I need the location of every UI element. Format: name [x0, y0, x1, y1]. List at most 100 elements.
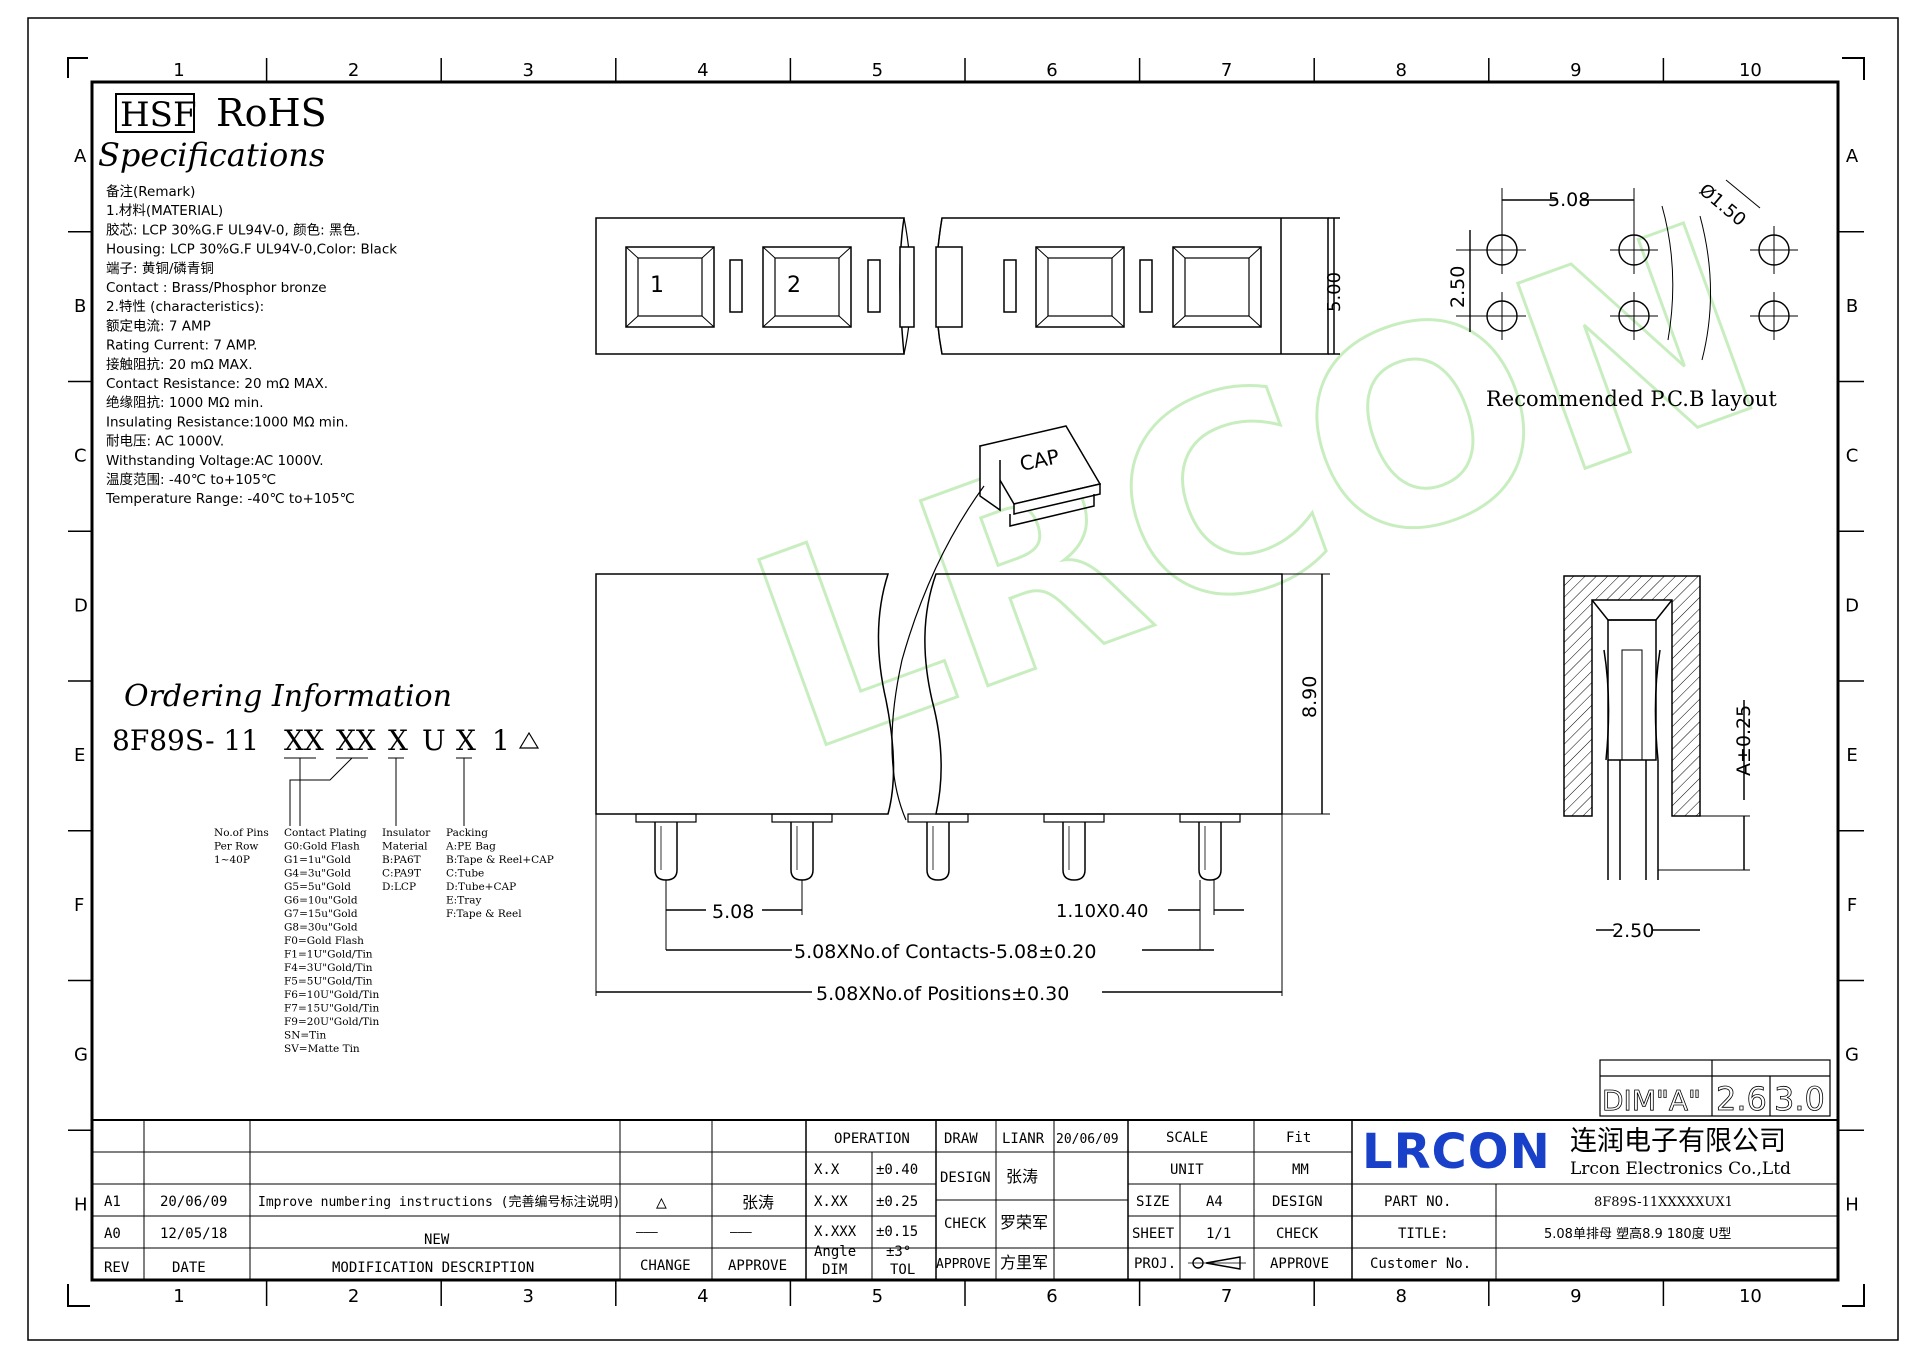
spec-line: Temperature Range: -40℃ to+105℃ [105, 491, 355, 507]
packing-legend-line: F:Tape & Reel [446, 908, 522, 920]
pcb-row-pitch: 2.50 [1447, 266, 1469, 308]
sheet-label: SHEET [1132, 1226, 1175, 1242]
plating-legend-line: G5=5u"Gold [284, 881, 351, 893]
part-no-label: PART NO. [1384, 1194, 1451, 1210]
company-logo: LRCON [1362, 1124, 1551, 1180]
desc-a1: Improve numbering instructions (完善编号标注说明… [258, 1194, 620, 1210]
desc-a0: NEW [424, 1232, 450, 1248]
ordering-code: 8F89S- 11 XX XX X U X 1 [112, 724, 510, 757]
warning-triangle-icon [518, 731, 540, 749]
row-label-left: D [74, 595, 88, 616]
packing-legend-line: Packing [446, 827, 488, 839]
plating-legend-line: G8=30u"Gold [284, 922, 358, 934]
packing-legend-line: A:PE Bag [445, 841, 496, 853]
desc-header: MODIFICATION DESCRIPTION [332, 1260, 534, 1276]
tol-xx-label: X.X [814, 1162, 840, 1178]
design-meta-label: DESIGN [1272, 1194, 1323, 1210]
packing-legend-line: D:Tube+CAP [446, 881, 516, 893]
col-label-bottom: 8 [1395, 1286, 1406, 1307]
tol-xxxx-label: X.XXX [814, 1224, 857, 1240]
tol-xxx-label: X.XX [814, 1194, 848, 1210]
plating-legend-line: F0=Gold Flash [284, 935, 364, 947]
plating-legend-line: G4=3u"Gold [284, 868, 351, 880]
plating-legend-line: F1=1U"Gold/Tin [284, 949, 373, 961]
col-label-top: 7 [1221, 60, 1232, 81]
draw-label: DRAW [944, 1131, 978, 1147]
spec-line: 接触阻抗: 20 mΩ MAX. [106, 356, 253, 373]
col-label-bottom: 10 [1739, 1286, 1762, 1307]
spec-line: Contact : Brass/Phosphor bronze [106, 280, 327, 296]
tol-xx-value: ±0.40 [876, 1162, 918, 1178]
date-header: DATE [172, 1260, 206, 1276]
dim-a-v2: 3.0 [1774, 1080, 1825, 1118]
row-label-right: H [1845, 1194, 1859, 1215]
design-name: 张涛 [1006, 1167, 1038, 1186]
rohs-label: RoHS [216, 91, 327, 135]
spec-line: Rating Current: 7 AMP. [106, 338, 257, 354]
col-label-bottom: 7 [1221, 1286, 1232, 1307]
insulator-legend-line: Material [382, 841, 428, 853]
proj-label: PROJ. [1134, 1256, 1176, 1272]
plating-legend-line: F5=5U"Gold/Tin [284, 976, 373, 988]
spec-line: 备注(Remark) [106, 183, 195, 200]
scale-label: SCALE [1166, 1130, 1208, 1146]
tol-header: TOL [890, 1262, 915, 1278]
pcb-pitch: 5.08 [1548, 189, 1590, 211]
col-label-top: 4 [697, 60, 708, 81]
col-label-bottom: 6 [1046, 1286, 1057, 1307]
row-label-right: D [1845, 595, 1859, 616]
cap-part [978, 425, 1102, 527]
part-info: PART NO. 8F89S-11XXXXXUX1 TITLE: 5.08单排母… [1370, 1194, 1733, 1272]
plating-legend-line: F6=10U"Gold/Tin [284, 989, 379, 1001]
row-label-left: A [74, 146, 87, 167]
cell-label-2: 2 [787, 273, 801, 298]
tol-xxxx-value: ±0.15 [876, 1224, 918, 1240]
rev-a0: A0 [104, 1226, 121, 1242]
date-a0: 12/05/18 [160, 1226, 227, 1242]
row-label-left: B [74, 296, 86, 317]
row-label-right: E [1846, 745, 1857, 766]
company-name-en: Lrcon Electronics Co.,Ltd [1570, 1159, 1791, 1179]
plating-legend-line: G6=10u"Gold [284, 895, 358, 907]
top-height-dim: 5.00 [1324, 272, 1345, 312]
code-x2: X [456, 724, 476, 757]
insulator-legend-line: C:PA9T [382, 868, 421, 880]
row-label-left: G [74, 1045, 88, 1066]
col-label-top: 1 [173, 60, 184, 81]
code-prefix: 8F89S- 11 [112, 724, 259, 757]
col-label-bottom: 2 [348, 1286, 359, 1307]
col-label-top: 2 [348, 60, 359, 81]
approve-name: 方里军 [1000, 1253, 1048, 1272]
pcb-caption: Recommended P.C.B layout [1486, 387, 1777, 411]
col-label-bottom: 4 [697, 1286, 708, 1307]
meta-table: SCALE Fit UNIT MM SIZE A4 DESIGN SHEET 1… [1132, 1130, 1329, 1272]
approve-a0: ——— [730, 1225, 752, 1239]
check-meta-label: CHECK [1276, 1226, 1319, 1242]
pins-legend-line: 1~40P [214, 854, 250, 866]
col-label-bottom: 3 [522, 1286, 533, 1307]
plating-legend-line: G0:Gold Flash [284, 841, 360, 853]
hsf-label: HSF [120, 95, 197, 135]
col-label-top: 10 [1739, 60, 1762, 81]
front-pitch-dim: 5.08 [712, 901, 754, 923]
design-label: DESIGN [940, 1170, 991, 1186]
tol-angle-label: Angle [814, 1244, 856, 1260]
plating-legend-line: F7=15U"Gold/Tin [284, 1003, 379, 1015]
sheet-frame [27, 17, 1899, 1341]
code-xx2: XX [336, 724, 376, 757]
packing-legend-line: E:Tray [446, 895, 481, 907]
company-name-cn: 连润电子有限公司 [1570, 1126, 1786, 1157]
col-label-top: 5 [872, 60, 883, 81]
approve-a1: 张涛 [742, 1193, 774, 1212]
spec-line: 额定电流: 7 AMP [106, 318, 211, 334]
hsf-box [115, 93, 195, 133]
plating-legend-line: G1=1u"Gold [284, 854, 351, 866]
change-a1: △ [656, 1192, 667, 1213]
col-label-top: 3 [522, 60, 533, 81]
spec-line: 温度范围: -40℃ to+105℃ [106, 472, 276, 488]
col-label-top: 8 [1395, 60, 1406, 81]
row-label-left: F [74, 895, 84, 916]
insulator-legend-line: Insulator [382, 827, 431, 839]
